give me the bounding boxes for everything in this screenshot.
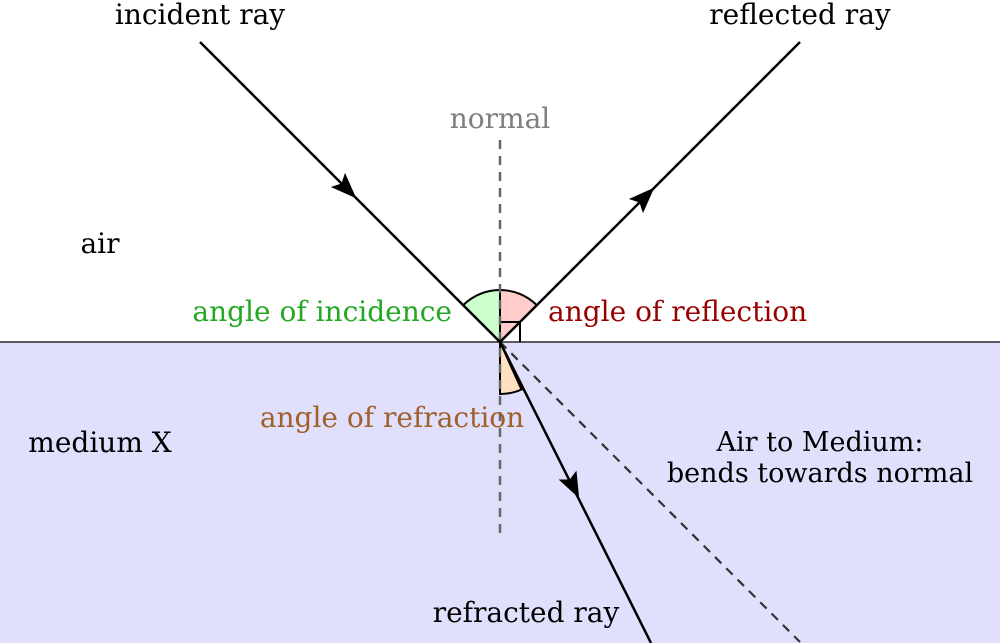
note-line-1: Air to Medium: [716,427,924,458]
incident-arrow-icon [330,172,357,199]
refracted-ray-label: refracted ray [433,596,620,629]
reflected-ray-label: reflected ray [709,0,891,31]
incident-ray-label: incident ray [115,0,285,31]
angle-of-incidence-wedge [461,288,501,345]
angle-of-refraction-label: angle of refraction [260,401,524,434]
angle-of-reflection-label: angle of reflection [548,295,807,328]
reflected-arrow-icon [628,187,655,214]
angle-of-reflection-wedge [499,288,539,345]
incident-extension-line [499,341,801,643]
angle-of-incidence-label: angle of incidence [192,295,452,328]
normal-label: normal [450,102,551,135]
medium-label: medium X [28,426,171,459]
air-label: air [80,227,120,260]
refracted-arrow-icon [558,470,580,499]
note-line-2: bends towards normal [667,458,973,489]
